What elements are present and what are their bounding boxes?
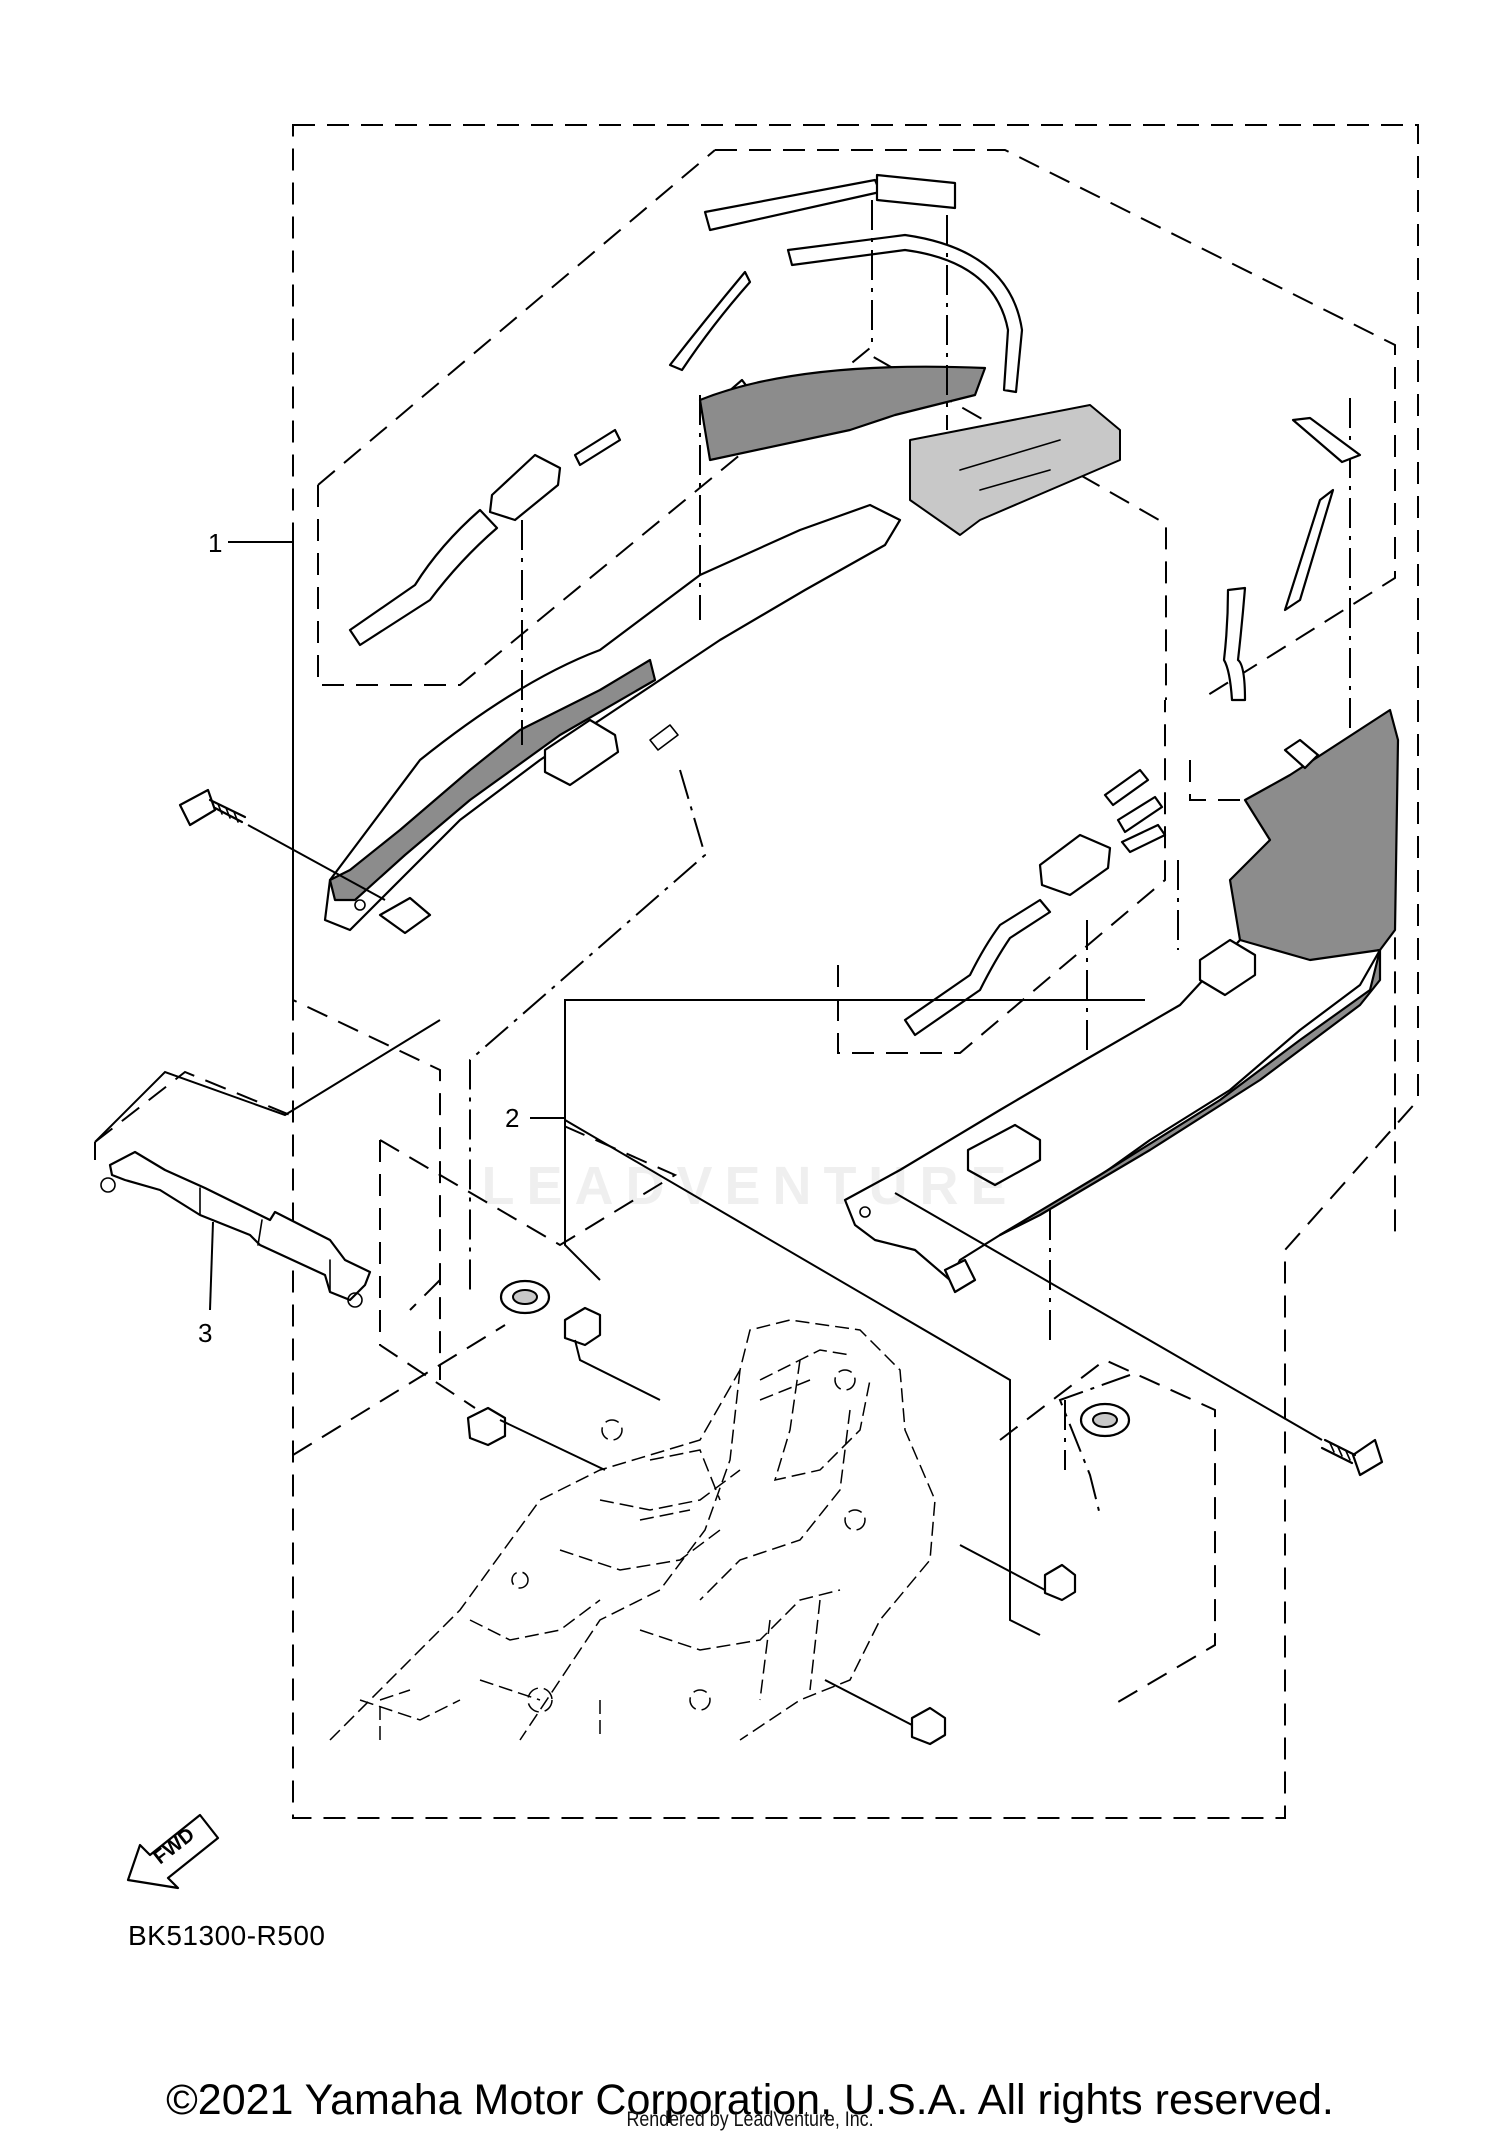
- seat-side-rail-left-window: [543, 718, 620, 787]
- seat-cover-panel-right-tab: [1283, 738, 1320, 770]
- seat-cover-panel-right: [1228, 708, 1400, 967]
- trim-block-right-2: [1116, 795, 1164, 834]
- bracket-3-hole-right: [347, 1292, 363, 1308]
- clip-group-right-dashed: [999, 1358, 1216, 1706]
- trim-block-right-3: [1120, 823, 1167, 854]
- seat-side-rail-left-hole: [354, 899, 366, 911]
- trim-block-right-1: [1103, 768, 1150, 807]
- seat-side-rail-left-tab: [378, 896, 432, 935]
- clip-left-2: [466, 1406, 606, 1471]
- screw-right: [1320, 1438, 1384, 1477]
- trim-block-right-top: [1291, 416, 1362, 464]
- clip-right-2: [824, 1679, 947, 1746]
- frame-dashed-left: [292, 1324, 506, 1456]
- screw-right-leader: [894, 1192, 1323, 1441]
- seat-side-rail-right-hole: [859, 1206, 871, 1218]
- trim-strip-small-left: [668, 270, 752, 372]
- screw-left: [178, 788, 247, 827]
- seat-side-rail-left: [323, 503, 902, 932]
- seat-cover-panel-left-top: [698, 365, 987, 462]
- trim-block-top: [875, 173, 957, 210]
- trim-strip-top-left: [703, 178, 882, 232]
- trim-strip-curved: [786, 233, 1024, 394]
- bracket-3: [108, 1150, 372, 1302]
- bracket-3-fold: [199, 1187, 331, 1293]
- seat-cover-panel-left-rear: [909, 404, 1121, 536]
- seat-cover-panel-left-rear-detail: [959, 439, 1061, 491]
- kit-1-upper-dashed: [715, 149, 1396, 701]
- trim-strip-right-long: [903, 898, 1052, 1037]
- kit-1-left-dashed: [317, 149, 716, 486]
- group-3-leader: [94, 1019, 441, 1143]
- grommet-right: [1079, 1402, 1131, 1438]
- copyright-text: ©2021 Yamaha Motor Corporation, U.S.A. A…: [166, 2076, 1334, 2124]
- callout-3[interactable]: 3: [198, 1318, 213, 1348]
- trim-strip-right-wave: [1222, 586, 1247, 702]
- outer-dashed-boundary: [292, 124, 1419, 1819]
- watermark: LEADVENTURE: [481, 1156, 1019, 1216]
- bracket-3-leader: [209, 1221, 214, 1311]
- screw-left-leader: [247, 824, 386, 901]
- guide-line-8: [469, 769, 707, 1290]
- kit-2-inner-dashed: [837, 700, 1166, 1054]
- seat-side-rail-left-lower: [328, 658, 657, 902]
- group-3-dashed: [94, 1070, 441, 1311]
- seat-side-rail-right-window-1: [1198, 938, 1257, 997]
- guide-line-10: [1058, 1374, 1131, 1516]
- clip-left-1: [563, 1306, 661, 1401]
- grommet-left: [499, 1279, 551, 1315]
- callout-2[interactable]: 2: [505, 1103, 520, 1133]
- clip-block-right: [1038, 833, 1112, 897]
- callout-1[interactable]: 1: [208, 528, 223, 558]
- seat-side-rail-right-lower: [998, 948, 1382, 1237]
- clip-block-left: [488, 453, 562, 522]
- guide-line-9: [1049, 1120, 1066, 1470]
- rear-frame: [329, 1319, 936, 1741]
- fwd-arrow-icon: [126, 1813, 220, 1890]
- trim-strip-right-diag: [1283, 488, 1335, 612]
- diagram-code: BK51300-R500: [128, 1920, 326, 1951]
- bracket-3-hole-left: [100, 1177, 116, 1193]
- seat-side-rail-right-window-2: [966, 1123, 1042, 1187]
- item-2-leader: [564, 999, 1145, 1636]
- seat-side-rail-left-slot: [649, 724, 679, 751]
- seat-side-rail-right-tab: [943, 1258, 977, 1294]
- trim-strip-left-long: [348, 508, 499, 647]
- seat-side-rail-right: [843, 938, 1382, 1282]
- rendered-by-text: Rendered by LeadVenture, Inc.: [626, 2108, 874, 2131]
- clip-right-1: [959, 1544, 1077, 1602]
- trim-block-mid: [573, 428, 622, 467]
